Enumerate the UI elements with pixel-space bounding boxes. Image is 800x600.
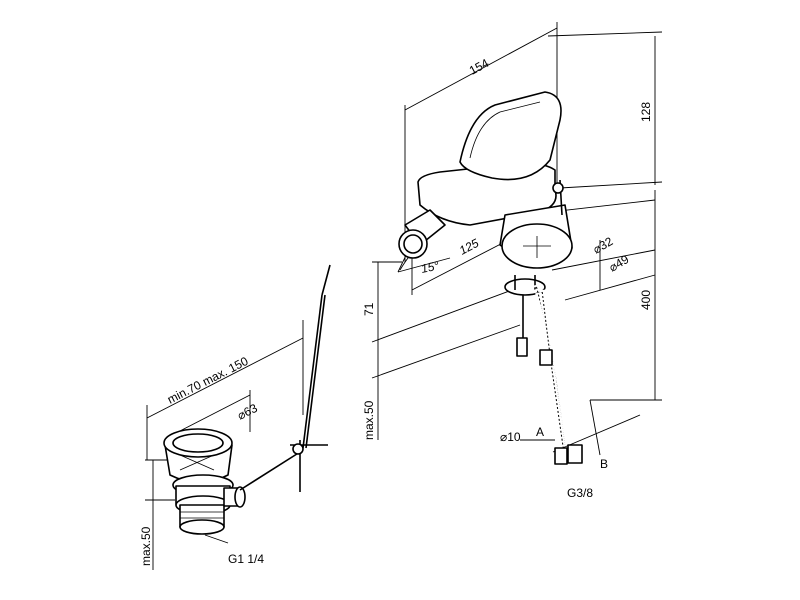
faucet-hoses — [533, 284, 583, 465]
hose-connector-b: B — [600, 457, 608, 471]
waste-body — [172, 474, 246, 535]
waste-rod — [239, 264, 331, 492]
waste-deck-thickness: max.50 — [139, 526, 153, 566]
hose-connector-a: A — [536, 425, 544, 439]
dim-spout-reach: 125 — [457, 236, 482, 258]
waste-plug-diameter: ⌀63 — [235, 401, 260, 423]
waste-rod-length: min.70 max. 150 — [165, 354, 251, 407]
waste-thread: G1 1/4 — [228, 552, 264, 566]
waste-dimension-lines — [145, 320, 304, 570]
faucet-lever — [459, 91, 562, 181]
waste-plug — [163, 428, 233, 484]
dim-hose-length: 400 — [639, 290, 653, 310]
hose-thread: G3/8 — [567, 486, 593, 500]
faucet-drawing: 154 128 125 15° ⌀32 ⌀49 71 400 max.50 ⌀1… — [362, 22, 663, 500]
hose-pipe-diameter: ⌀10 — [500, 430, 521, 444]
dim-swivel-angle: 15° — [420, 258, 441, 276]
waste-drawing: min.70 max. 150 ⌀63 max.50 G1 1/4 — [139, 264, 331, 570]
dim-spout-height: 71 — [362, 302, 376, 316]
faucet-spout — [398, 209, 446, 259]
dim-deck-thickness: max.50 — [362, 400, 376, 440]
dim-height-top: 128 — [639, 102, 653, 122]
faucet-mounting — [504, 275, 546, 357]
faucet-popup-rod — [552, 179, 564, 216]
dim-base-diameter: ⌀32 — [591, 234, 616, 257]
